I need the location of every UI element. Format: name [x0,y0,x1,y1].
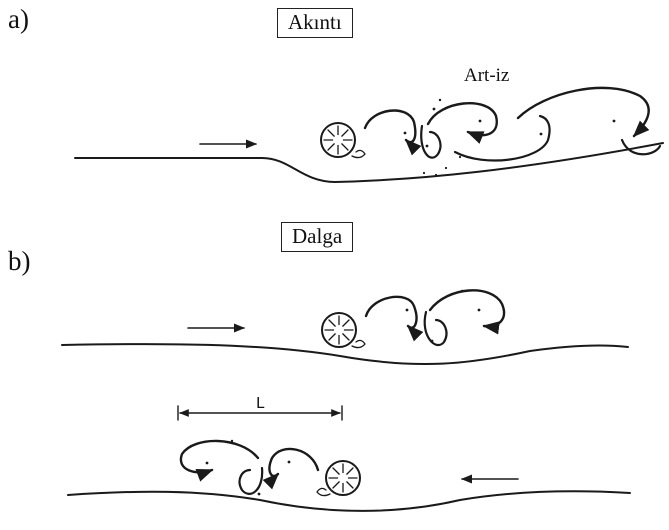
vortex-icon [426,102,498,144]
panel-b-label: b) [8,246,31,276]
particles-a [403,98,616,177]
vortex-icon [363,109,422,156]
panel-a-title: Akıntı [277,8,353,38]
bed-line-b2 [67,490,631,512]
vortex-icon [428,289,506,335]
particles-b1 [405,289,481,343]
bed-line-a [74,142,664,183]
cylinder-icon [320,122,356,158]
eddy-b2 [316,487,331,497]
length-dimension [177,405,343,421]
vortex-icon [364,295,424,342]
cylinder-icon [325,460,361,496]
eddy-b0 [351,339,366,349]
vortex-icon [516,86,650,138]
vortex-icon [262,447,320,490]
eddy-a0 [351,149,366,159]
wake-label: Art-iz [464,65,510,86]
panel-a-label: a) [8,4,29,34]
cylinder-icon [321,312,357,348]
particles-b2 [205,439,291,496]
panel-b-title: Dalga [281,222,354,252]
bed-line-b1 [61,343,629,366]
length-label: L [256,394,265,412]
vortex-icon [179,439,260,482]
